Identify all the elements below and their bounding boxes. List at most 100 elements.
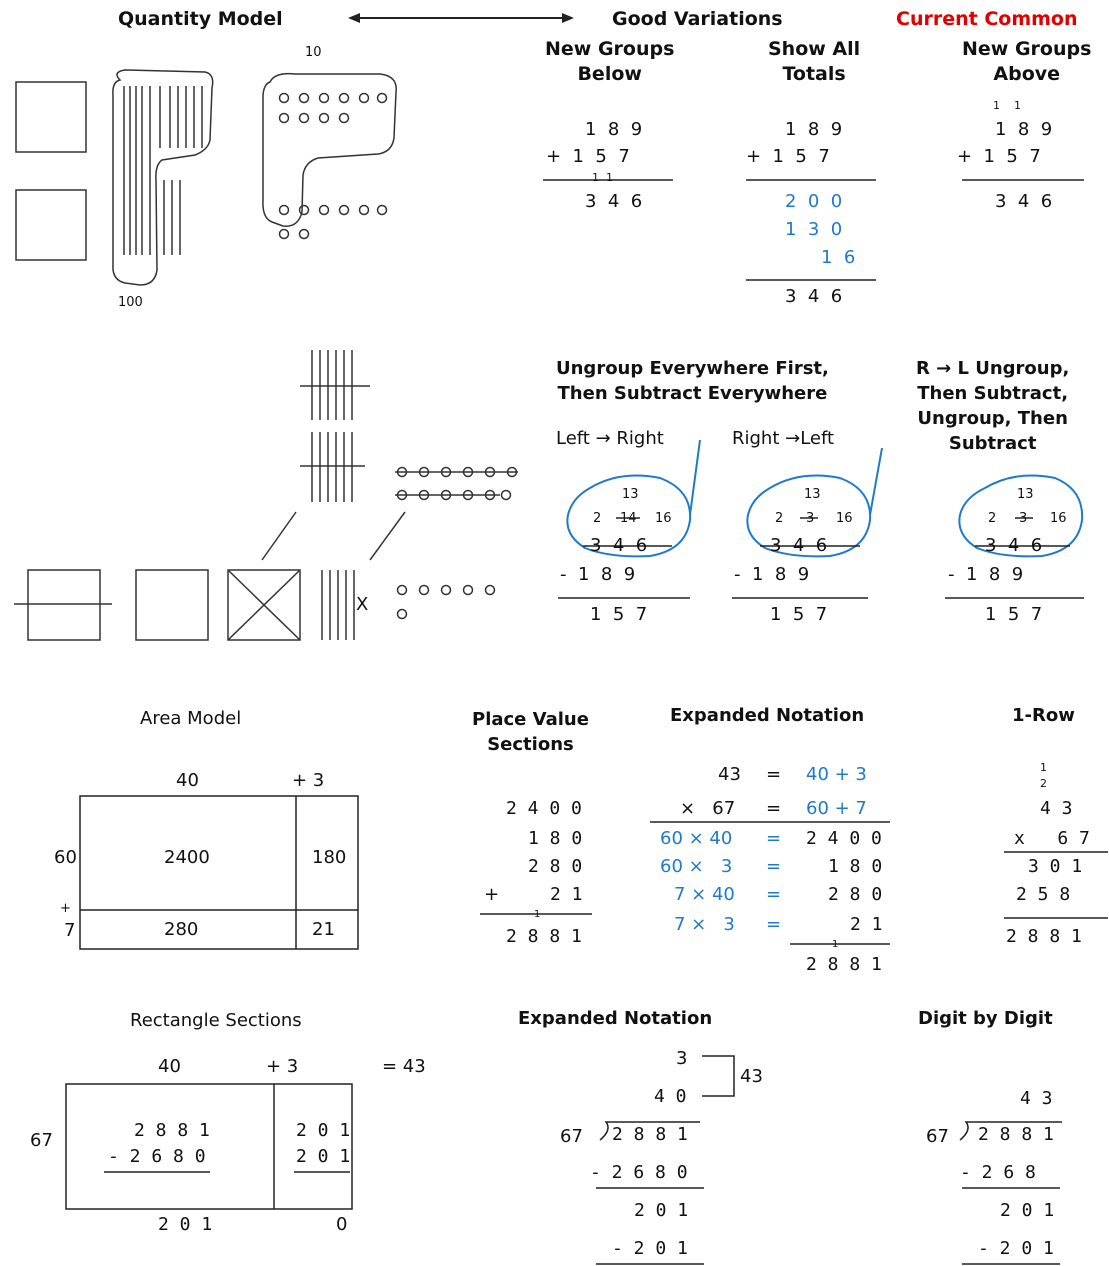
sub-rl-crossed: 3 4 6	[770, 537, 827, 555]
new-groups-below-header: New Groups Below	[545, 37, 674, 87]
dd-s2: - 2 0 1	[978, 1240, 1054, 1258]
sub-rl-answer: 1 5 7	[770, 606, 827, 624]
sub-lr-16: 16	[655, 512, 672, 525]
hundred-group-loop	[113, 70, 213, 285]
add-totals-addend: + 1 5 7	[746, 148, 830, 166]
hundred-square	[16, 82, 86, 152]
em-r1-eq: =	[766, 766, 781, 784]
rect-row-67: 67	[30, 1132, 53, 1150]
em-carry: 1	[832, 940, 838, 950]
add-totals-partial-3: 1 6	[821, 249, 855, 267]
hundred-square	[136, 570, 208, 640]
em-r4-eq: =	[766, 858, 781, 876]
rect-b1: 2 0 1	[296, 1122, 350, 1140]
digit-by-digit-header: Digit by Digit	[918, 1010, 1053, 1028]
one-row-sum: 2 8 8 1	[1006, 928, 1082, 946]
one-row-header: 1-Row	[1012, 707, 1075, 725]
em-r2-eq: =	[766, 800, 781, 818]
em-r2-a: × 67	[680, 800, 735, 818]
div-q3: 3	[676, 1050, 687, 1068]
label-10: 10	[305, 46, 322, 59]
div-q43: 43	[740, 1068, 763, 1086]
pv-plus: +	[484, 886, 499, 904]
x-mark: X	[356, 596, 368, 614]
pv-180: 1 8 0	[528, 830, 582, 848]
rect-a2: - 2 6 8 0	[108, 1148, 206, 1166]
div-r1: 2 0 1	[634, 1202, 688, 1220]
rect-eq-43: = 43	[382, 1058, 426, 1076]
sub-rl-2: 2	[775, 512, 783, 525]
em-r6-eq: =	[766, 916, 781, 934]
em-r2-b: 60 + 7	[806, 800, 867, 818]
pv-sum: 2 8 8 1	[506, 928, 582, 946]
add-below-top: 1 8 9	[585, 121, 642, 139]
quantity-model-title: Quantity Model	[118, 10, 283, 29]
em-r3-eq: =	[766, 830, 781, 848]
em-r1-a: 43	[718, 766, 741, 784]
div-q40: 4 0	[654, 1088, 687, 1106]
ten-sticks-crossed	[300, 350, 370, 502]
add-totals-sum: 3 4 6	[785, 288, 842, 306]
area-col-40: 40	[176, 772, 199, 790]
rect-col-40: 40	[158, 1058, 181, 1076]
em-r4-b: 1 8 0	[828, 858, 882, 876]
rectangle-sections-title: Rectangle Sections	[130, 1012, 302, 1030]
sub-lr-subtrahend: - 1 8 9	[560, 566, 635, 584]
one-circles-crossed	[395, 468, 518, 500]
sub-common-13: 13	[1017, 488, 1034, 501]
sub-rl-subtrahend: - 1 8 9	[734, 566, 809, 584]
ten-sticks	[124, 86, 202, 255]
sub-common-3: 3	[1019, 512, 1027, 525]
em-r6-a: 7 × 3	[674, 916, 735, 934]
area-model-title: Area Model	[140, 710, 241, 728]
rect-bot-201: 2 0 1	[158, 1216, 212, 1234]
rl-ungroup-header: R → L Ungroup, Then Subtract, Ungroup, T…	[916, 356, 1069, 456]
add-above-sum: 3 4 6	[995, 193, 1052, 211]
left-right-label: Left → Right	[556, 430, 664, 448]
em-r3-b: 2 4 0 0	[806, 830, 882, 848]
rect-a1: 2 8 8 1	[134, 1122, 210, 1140]
em-r5-a: 7 × 40	[674, 886, 735, 904]
dd-s1: - 2 6 8	[960, 1164, 1036, 1182]
dd-r1: 2 0 1	[1000, 1202, 1054, 1220]
div-s2: - 2 0 1	[612, 1240, 688, 1258]
one-row-carry-2: 2	[1040, 778, 1047, 789]
em-r6-b: 2 1	[850, 916, 883, 934]
right-left-label: Right →Left	[732, 430, 834, 448]
hundred-square	[28, 570, 100, 640]
expanded-mult-header: Expanded Notation	[670, 707, 864, 725]
div-s1: - 2 6 8 0	[590, 1164, 688, 1182]
em-r5-eq: =	[766, 886, 781, 904]
add-above-addend: + 1 5 7	[957, 148, 1041, 166]
area-val-21: 21	[312, 921, 335, 939]
add-below-sum: 3 4 6	[585, 193, 642, 211]
pv-carry: 1	[534, 910, 540, 920]
sub-lr-13: 13	[622, 488, 639, 501]
add-totals-partial-1: 2 0 0	[785, 193, 842, 211]
div-dividend: 2 8 8 1	[612, 1126, 688, 1144]
sub-rl-3: 3	[806, 512, 814, 525]
area-row-7: 7	[64, 922, 75, 940]
sub-rl-13: 13	[804, 488, 821, 501]
em-r5-b: 2 8 0	[828, 886, 882, 904]
add-above-top: 1 8 9	[995, 121, 1052, 139]
sub-lr-2: 2	[593, 512, 601, 525]
one-row-carry-1: 1	[1040, 762, 1047, 773]
place-value-header: Place Value Sections	[472, 707, 589, 757]
add-below-addend: + 1 5 7	[546, 148, 630, 166]
pv-280: 2 8 0	[528, 858, 582, 876]
area-val-180: 180	[312, 849, 346, 867]
em-r4-a: 60 × 3	[660, 858, 732, 876]
dd-divisor: 67	[926, 1128, 949, 1146]
sub-lr-14: 14	[620, 512, 637, 525]
label-100: 100	[118, 296, 143, 309]
sub-lr-crossed: 3 4 6	[590, 537, 647, 555]
add-below-carry: 1 1	[592, 172, 613, 183]
add-totals-top: 1 8 9	[785, 121, 842, 139]
em-r3-a: 60 × 40	[660, 830, 732, 848]
area-val-2400: 2400	[164, 849, 210, 867]
em-r1-b: 40 + 3	[806, 766, 867, 784]
pv-2400: 2 4 0 0	[506, 800, 582, 818]
sub-common-2: 2	[988, 512, 996, 525]
hundred-square	[16, 190, 86, 260]
